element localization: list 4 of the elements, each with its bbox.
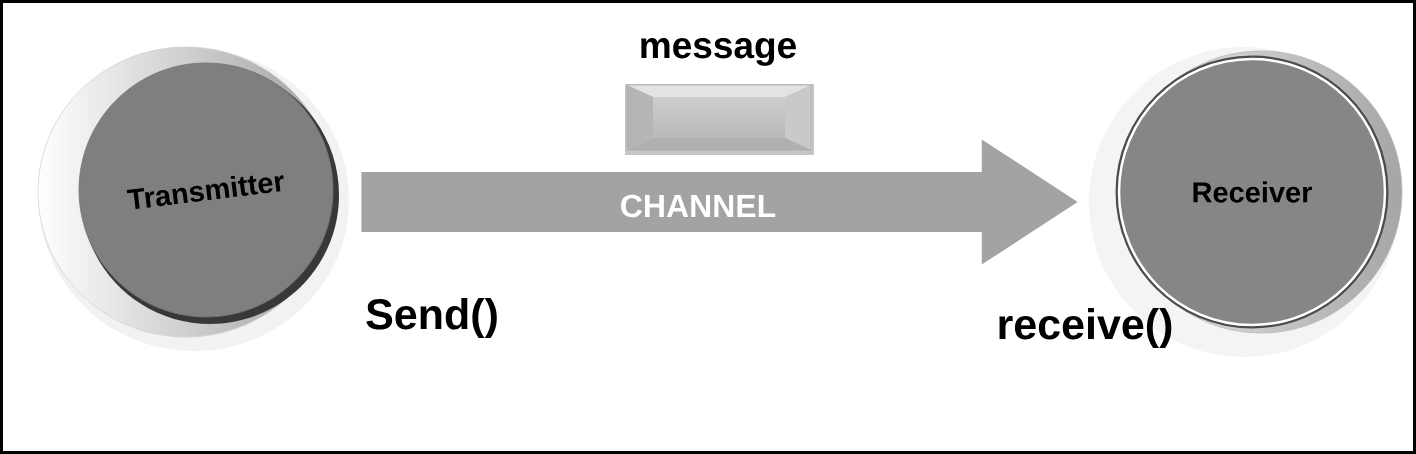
- method-label: Send(): [366, 297, 497, 339]
- box-heading: message: [641, 38, 796, 66]
- disc: Transmitter: [37, 46, 349, 351]
- edge-label: CHANNEL: [617, 192, 779, 220]
